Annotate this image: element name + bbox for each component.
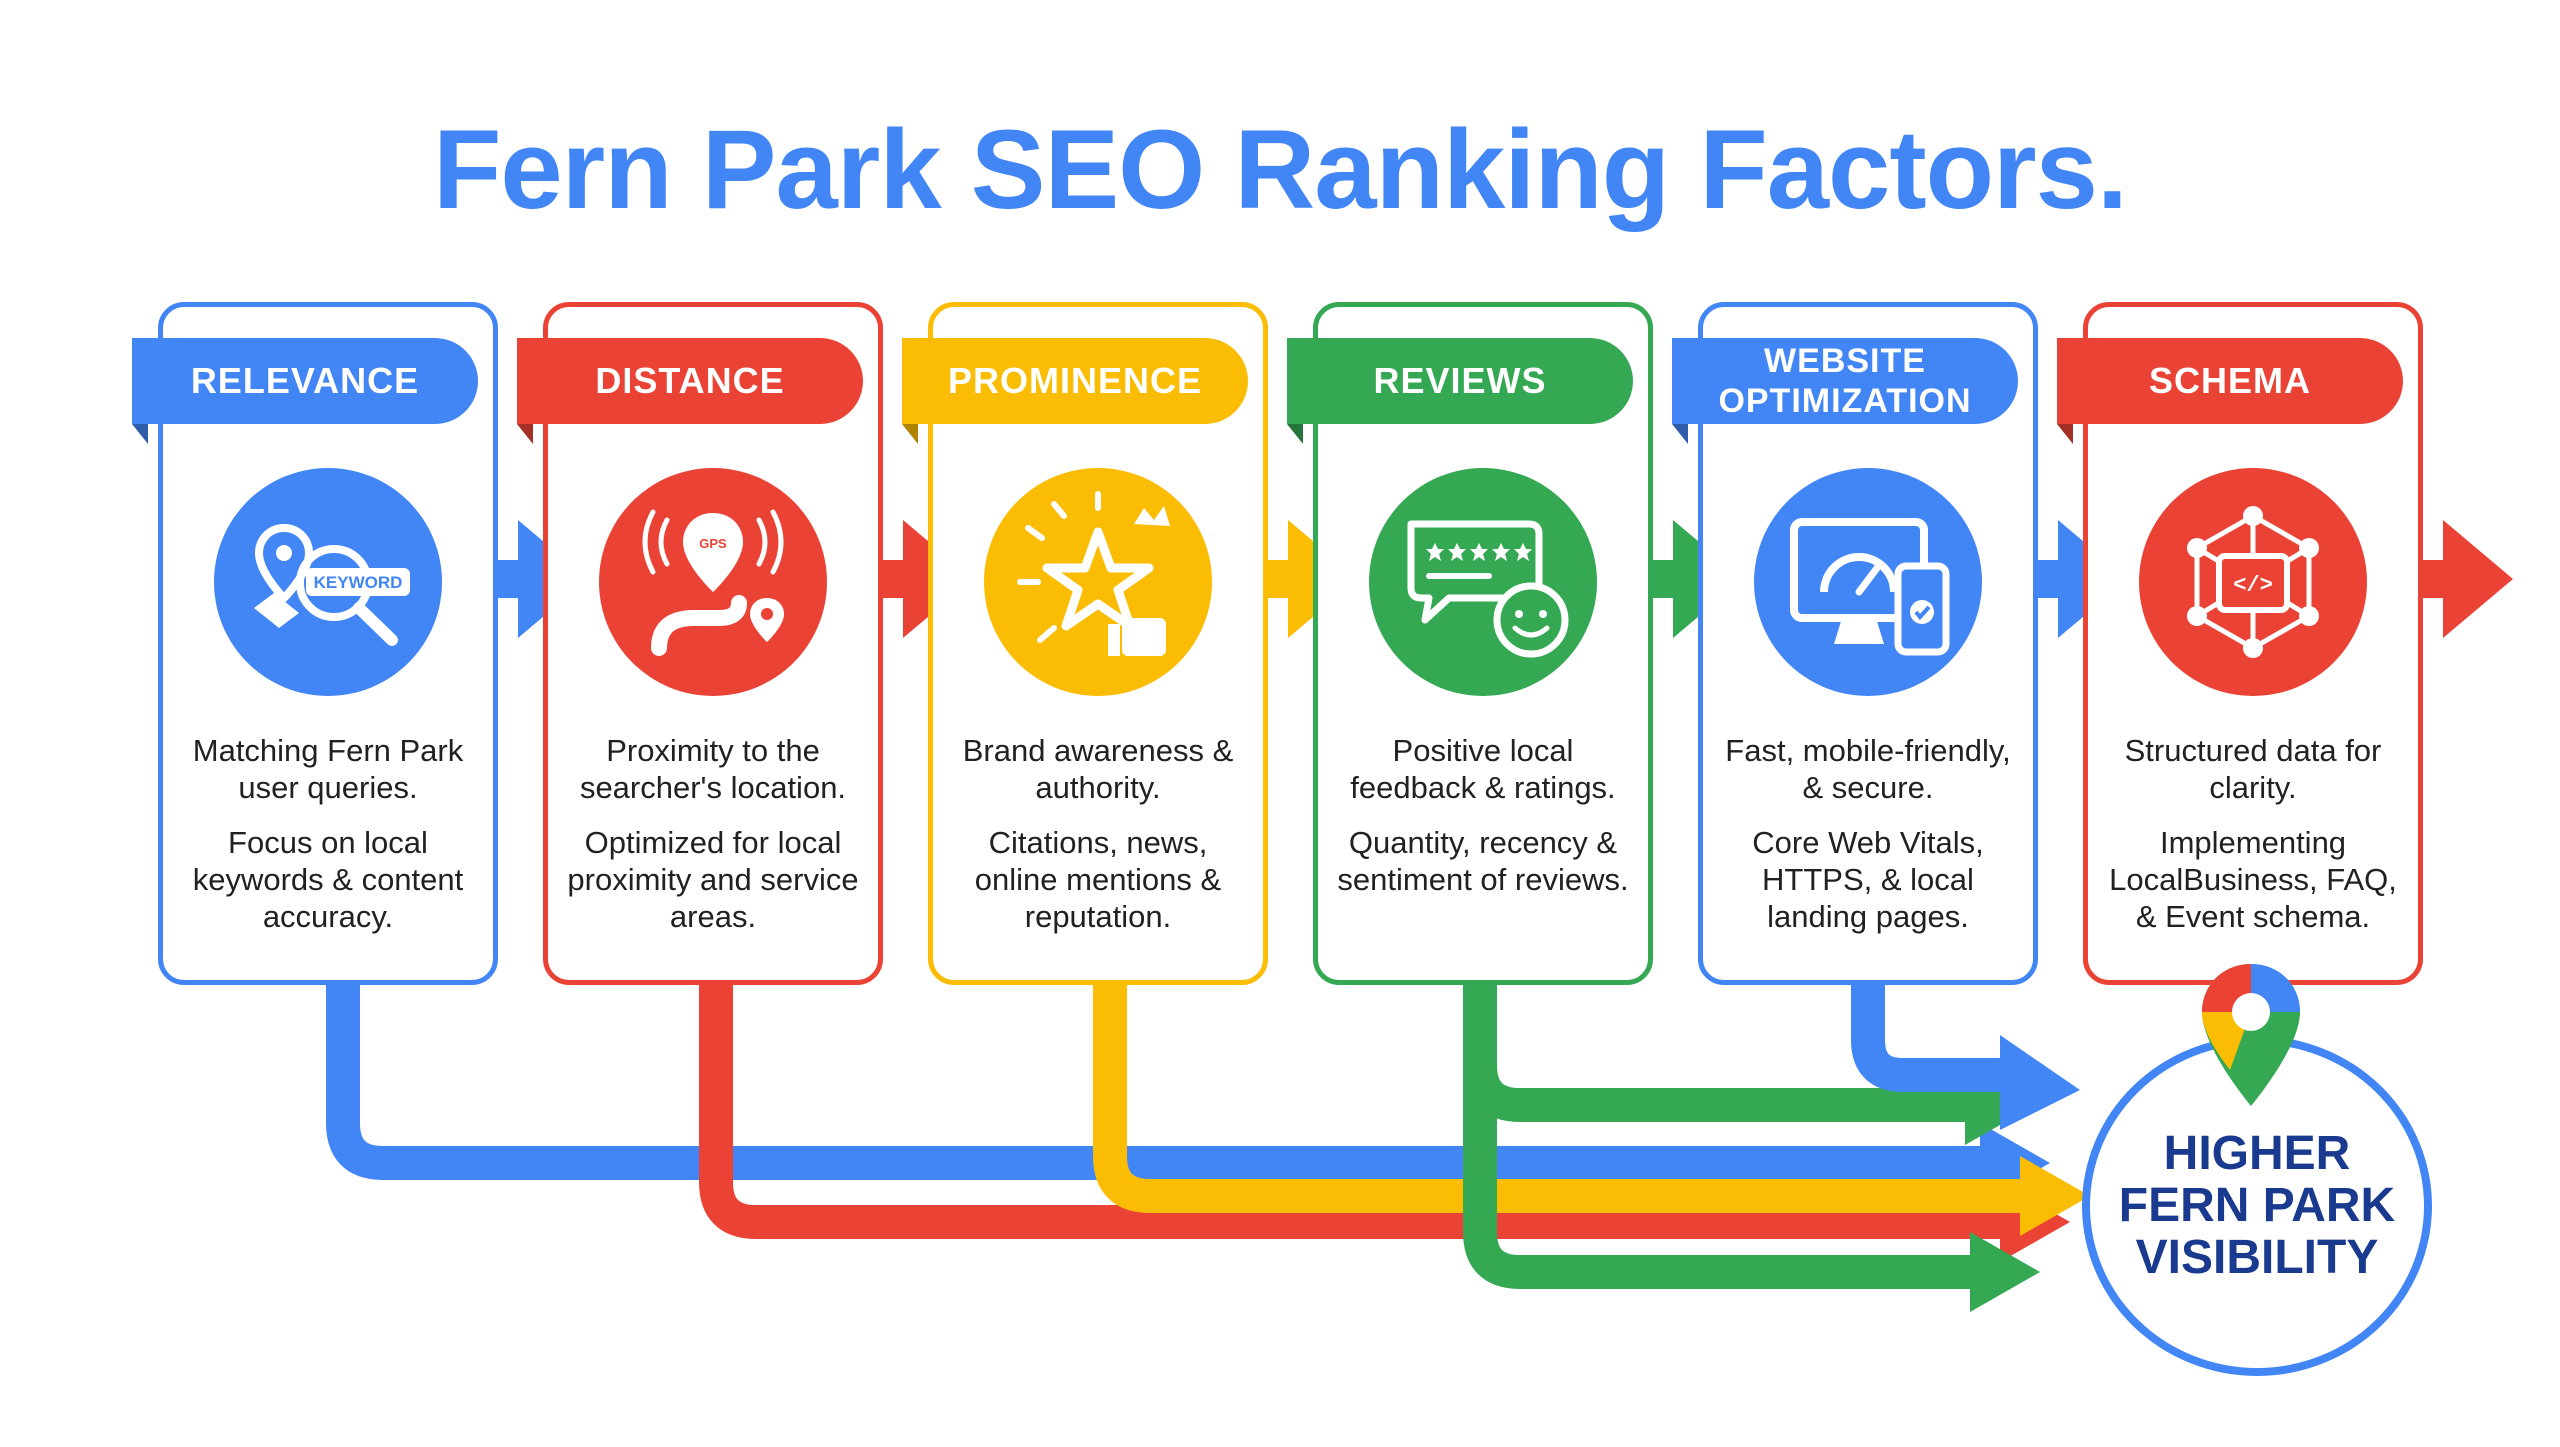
flow-website: [1851, 985, 2010, 1092]
star-crown-thumbs-up-icon: [984, 468, 1212, 696]
factor-detail: Quantity, recency & sentiment of reviews…: [1337, 825, 1629, 897]
page-title: Fern Park SEO Ranking Factors.: [432, 107, 2128, 232]
flow-reviews-lower: [1463, 985, 1980, 1289]
flow-prominence-arrowhead: [2020, 1156, 2090, 1236]
factor-detail: Implementing LocalBusiness, FAQ, & Event…: [2109, 825, 2397, 934]
ribbon-fold: [902, 424, 918, 444]
factor-detail: Optimized for local proximity and servic…: [567, 825, 859, 934]
factor-label: SCHEMA: [2057, 338, 2403, 424]
factor-label: RELEVANCE: [132, 338, 478, 424]
code-network-icon: </>: [2139, 468, 2367, 696]
flow-prominence: [1093, 985, 2030, 1213]
factor-description: Structured data for clarity. Implementing…: [2103, 732, 2403, 953]
factor-detail: Focus on local keywords & content accura…: [192, 825, 464, 934]
result-text: HIGHER FERN PARK VISIBILITY: [2118, 1127, 2396, 1284]
flow-relevance: [326, 985, 1990, 1180]
factor-label: PROMINENCE: [902, 338, 1248, 424]
factor-summary: Brand awareness & authority.: [962, 733, 1234, 805]
ribbon-fold: [1672, 424, 1688, 444]
ribbon-fold: [517, 424, 533, 444]
flow-reviews-lower-arrowhead: [1970, 1232, 2040, 1312]
map-pin-icon: [2202, 964, 2300, 1106]
factor-label: REVIEWS: [1287, 338, 1633, 424]
keyword-search-icon: KEYWORD: [214, 468, 442, 696]
factor-description: Brand awareness & authority. Citations, n…: [948, 732, 1248, 953]
factor-summary: Matching Fern Park user queries.: [192, 733, 464, 805]
ribbon-fold: [1287, 424, 1303, 444]
flow-distance: [699, 985, 2010, 1239]
factor-summary: Fast, mobile-friendly, & secure.: [1725, 733, 2011, 805]
factor-summary: Structured data for clarity.: [2124, 733, 2382, 805]
star-rating-smiley-icon: [1369, 468, 1597, 696]
factor-detail: Citations, news, online mentions & reput…: [974, 825, 1222, 934]
factor-label: WEBSITE OPTIMIZATION: [1672, 338, 2018, 424]
factor-description: Proximity to the searcher's location. Opt…: [563, 732, 863, 953]
svg-text:</>: </>: [2233, 573, 2273, 598]
ribbon-fold: [132, 424, 148, 444]
connector-arrowhead-6: [2443, 520, 2513, 638]
factor-label: DISTANCE: [517, 338, 863, 424]
factor-summary: Positive local feedback & ratings.: [1350, 733, 1616, 805]
factor-detail: Core Web Vitals, HTTPS, & local landing …: [1752, 825, 1984, 934]
factor-description: Matching Fern Park user queries. Focus on…: [178, 732, 478, 953]
factor-description: Fast, mobile-friendly, & secure. Core Web…: [1718, 732, 2018, 953]
gps-route-icon: GPS: [599, 468, 827, 696]
speed-monitor-mobile-icon: [1754, 468, 1982, 696]
ribbon-fold: [2057, 424, 2073, 444]
svg-text:KEYWORD: KEYWORD: [314, 573, 403, 592]
svg-text:GPS: GPS: [699, 536, 727, 551]
factor-summary: Proximity to the searcher's location.: [579, 733, 847, 805]
factor-description: Positive local feedback & ratings. Quanti…: [1333, 732, 1633, 916]
flow-website-arrowhead: [2000, 1035, 2080, 1130]
